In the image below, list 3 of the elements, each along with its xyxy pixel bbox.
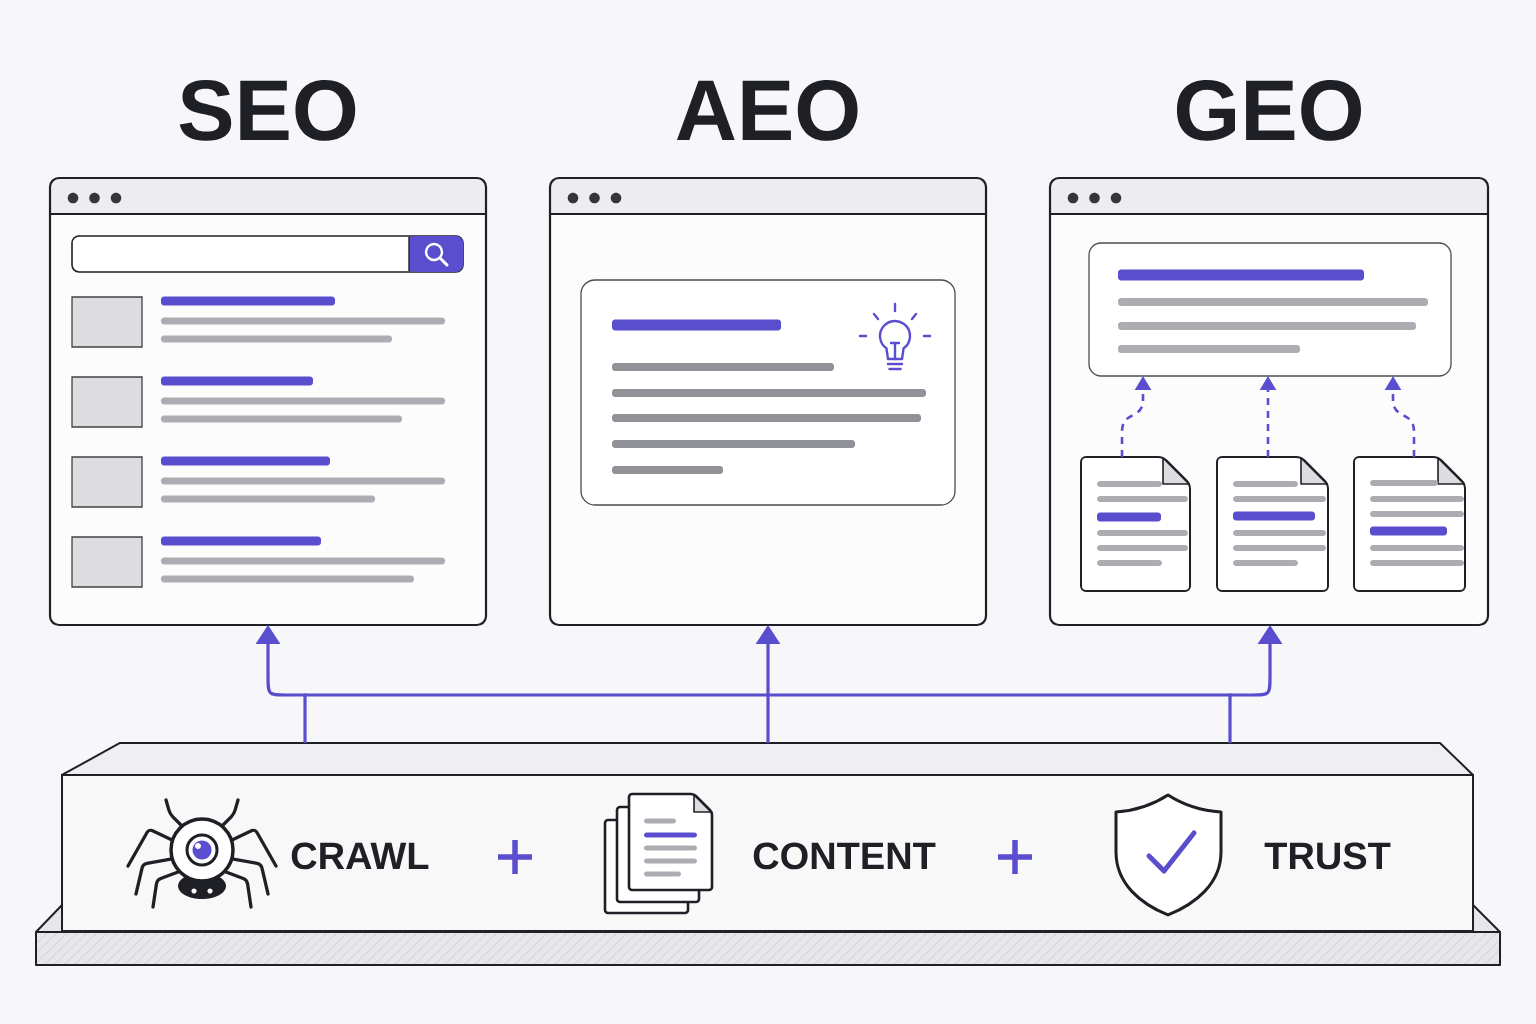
- heading: SEO: [179, 79, 356, 141]
- heading: AEO: [677, 79, 858, 141]
- heading: GEO: [1176, 79, 1361, 141]
